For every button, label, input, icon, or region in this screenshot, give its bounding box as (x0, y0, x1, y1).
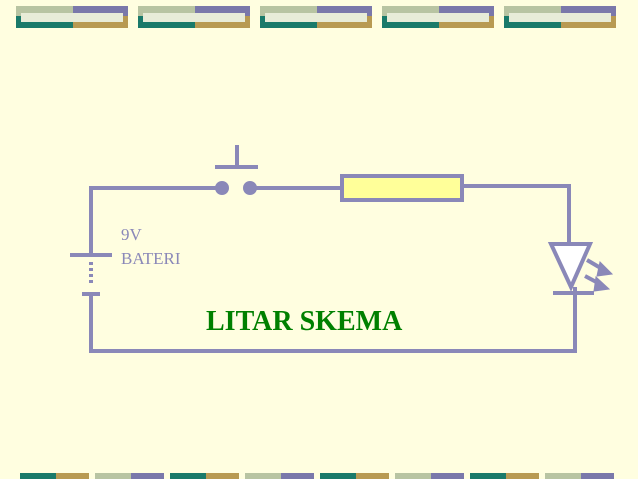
circuit (89, 184, 577, 353)
push-switch (215, 145, 258, 195)
wire-top-right (462, 184, 571, 242)
wire-top-left (89, 186, 222, 255)
battery-voltage-label: 9V (121, 225, 143, 244)
bottom-decorative-border (20, 473, 614, 479)
top-block (504, 6, 616, 28)
switch-contact-right (243, 181, 257, 195)
switch-contact-left (215, 181, 229, 195)
top-block (16, 6, 128, 28)
wire-bottom (89, 294, 577, 353)
resistor (340, 174, 464, 202)
light-arrows-icon (584, 258, 614, 292)
top-block (382, 6, 494, 28)
battery-label: BATERI (121, 249, 181, 268)
battery-symbol (70, 253, 112, 296)
led-symbol (547, 242, 594, 296)
diagram-title: LITAR SKEMA (206, 306, 403, 337)
top-block (138, 6, 250, 28)
top-decorative-border (16, 6, 616, 28)
top-block (260, 6, 372, 28)
